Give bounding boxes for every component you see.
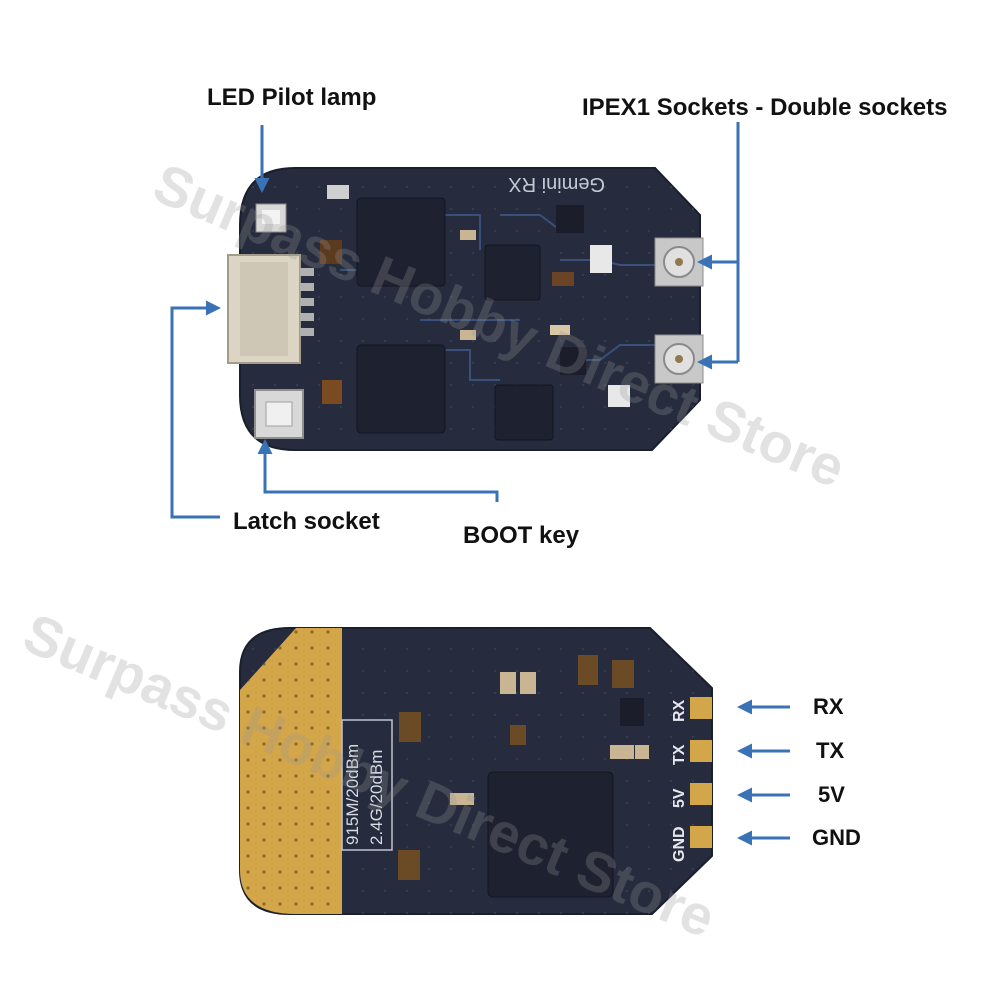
top-chip-2 [356,344,446,434]
ipex-socket-2 [654,334,704,384]
rf-spec-label-box [341,719,393,851]
pad-tx [690,740,712,762]
pin-label-rx: RX [813,694,844,719]
ipex-socket-1 [654,237,704,287]
pin-label-tx: TX [816,738,845,763]
latch-arrow [170,300,221,519]
top-callout-arrows [170,122,740,519]
bottom-small-chip [620,698,644,726]
pad-silk-rx: RX [671,699,688,722]
boot-key-label: BOOT key [463,522,580,549]
top-chip-1 [356,197,446,287]
pad-silk-gnd: GND [671,826,688,862]
pin-callout-arrows [737,699,790,846]
bottom-main-chip [487,771,614,898]
top-pcb: Gemini RX [227,167,704,451]
latch-socket-label: Latch socket [233,508,380,535]
top-chip-4 [494,384,554,441]
pad-5v [690,783,712,805]
led-pilot-lamp-label: LED Pilot lamp [207,84,377,111]
pin-label-5v: 5V [818,782,845,807]
pin-label-gnd: GND [812,825,861,850]
latch-socket [227,254,314,364]
boot-key [254,389,304,439]
pad-gnd [690,826,712,848]
boot-arrow [257,439,499,502]
top-chip-3 [484,244,541,301]
bottom-pcb: 915M/20dBm 2.4G/20dBm RX TX 5V GND [239,627,713,915]
board-silkscreen-gemini-rx: Gemini RX [508,173,605,195]
pad-silk-5v: 5V [671,788,688,808]
pad-silk-tx: TX [671,744,688,765]
pad-rx [690,697,712,719]
rf-spec-line-2: 2.4G/20dBm [367,750,386,845]
ipex-sockets-label: IPEX1 Sockets - Double sockets [582,94,948,121]
rf-spec-line-1: 915M/20dBm [343,744,362,845]
